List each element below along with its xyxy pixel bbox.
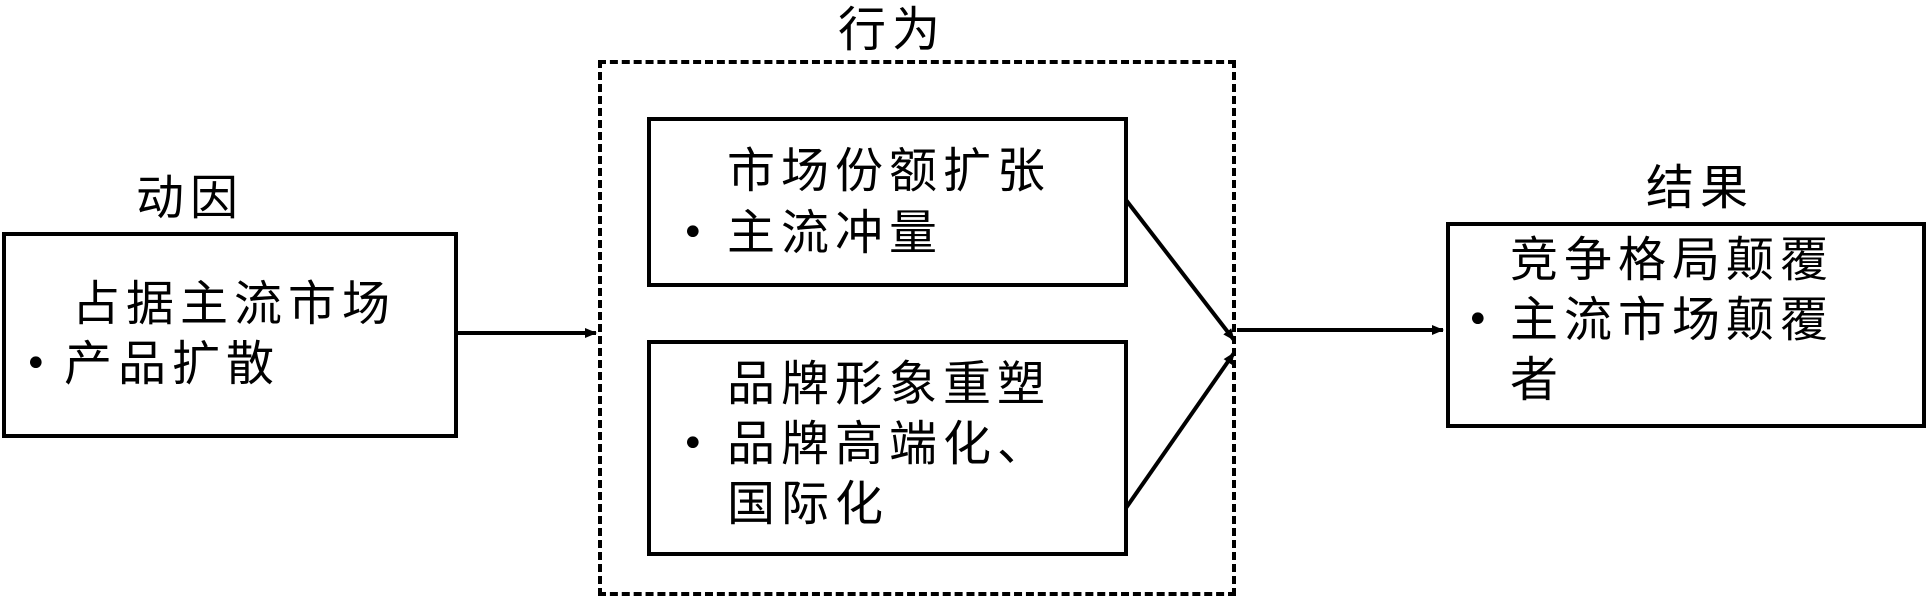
behavior-box2-line-3: 国际化 (727, 476, 890, 532)
cause-box: 占据主流市场 • 产品扩散 (2, 232, 458, 438)
result-line-3: 者 (1510, 352, 1565, 408)
result-line-2: 主流市场颠覆 (1510, 292, 1835, 348)
result-line-1: 竞争格局颠覆 (1510, 232, 1835, 288)
behavior-group (598, 60, 1236, 596)
cause-bullet: • (24, 341, 48, 387)
behavior-box2-line-1: 品牌形象重塑 (727, 356, 1052, 412)
behavior-box1-line-1: 市场份额扩张 (727, 143, 1052, 199)
behavior-box2-line-2: 品牌高端化、 (727, 416, 1052, 472)
behavior-box2-bullet: • (681, 421, 705, 467)
arrow-box2-to-merge (1124, 351, 1236, 510)
behavior-box1-bullet: • (681, 210, 705, 256)
cause-title: 动因 (136, 170, 245, 226)
behavior-box-brand-image: 品牌形象重塑 • 品牌高端化、 国际化 (647, 340, 1128, 556)
result-title: 结果 (1646, 160, 1755, 216)
result-bullet: • (1466, 297, 1490, 343)
cause-line-2: 产品扩散 (64, 336, 281, 392)
arrow-box1-to-merge (1124, 198, 1236, 342)
cause-line-1: 占据主流市场 (72, 276, 397, 332)
behavior-box1-line-2: 主流冲量 (727, 205, 944, 261)
behavior-title: 行为 (838, 2, 947, 58)
result-box: 竞争格局颠覆 • 主流市场颠覆 者 (1446, 222, 1926, 428)
behavior-box-market-share: 市场份额扩张 • 主流冲量 (647, 117, 1128, 287)
